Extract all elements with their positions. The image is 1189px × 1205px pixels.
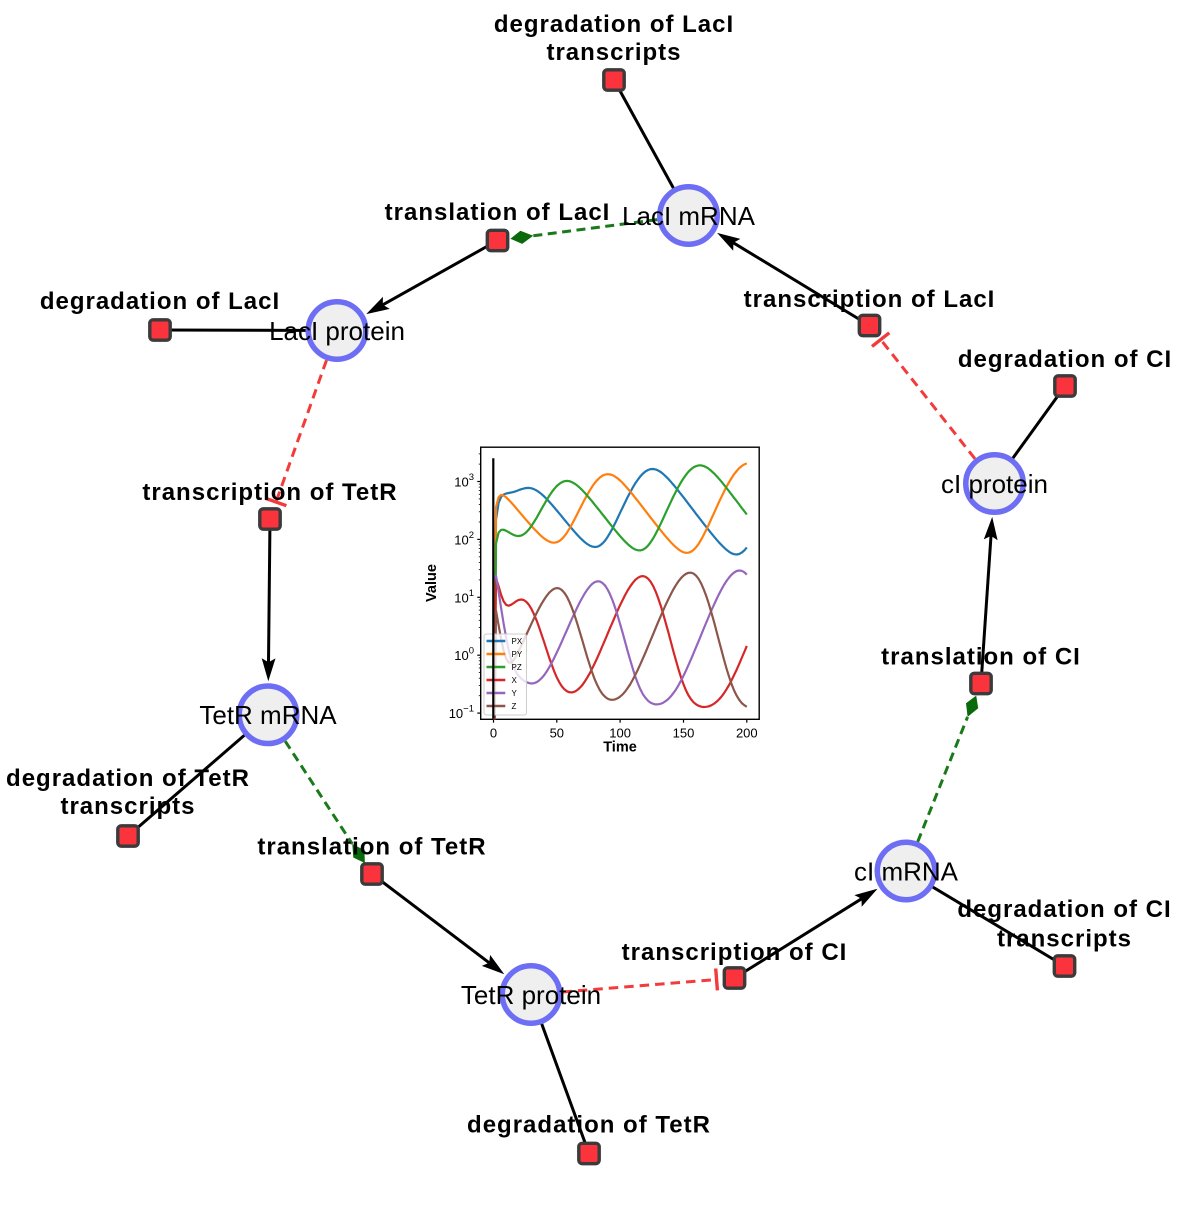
svg-text:PZ: PZ (512, 663, 522, 672)
svg-text:cI mRNA: cI mRNA (854, 856, 959, 886)
svg-text:200: 200 (736, 726, 758, 741)
svg-text:Z: Z (512, 702, 517, 711)
svg-text:degradation of TetR: degradation of TetR (6, 765, 250, 792)
svg-text:translation of TetR: translation of TetR (257, 834, 486, 861)
svg-text:degradation of CI: degradation of CI (958, 346, 1172, 373)
svg-text:transcripts: transcripts (546, 39, 681, 66)
svg-text:degradation of LacI: degradation of LacI (494, 11, 734, 38)
svg-text:100: 100 (609, 726, 631, 741)
svg-text:degradation of TetR: degradation of TetR (467, 1112, 711, 1139)
svg-text:TetR mRNA: TetR mRNA (199, 700, 337, 730)
svg-text:transcripts: transcripts (997, 926, 1132, 953)
svg-text:X: X (512, 676, 518, 685)
svg-text:LacI protein: LacI protein (269, 316, 405, 346)
svg-text:cI protein: cI protein (941, 469, 1048, 499)
svg-text:TetR protein: TetR protein (461, 980, 601, 1010)
svg-text:PX: PX (512, 637, 523, 646)
svg-text:transcription of TetR: transcription of TetR (142, 479, 397, 506)
svg-text:transcription of CI: transcription of CI (622, 939, 848, 966)
svg-text:degradation of LacI: degradation of LacI (40, 288, 280, 315)
svg-text:translation of CI: translation of CI (881, 644, 1081, 671)
svg-text:translation of LacI: translation of LacI (385, 199, 611, 226)
svg-text:LacI mRNA: LacI mRNA (622, 201, 756, 231)
svg-text:50: 50 (550, 726, 564, 741)
svg-text:Y: Y (512, 689, 518, 698)
svg-text:transcripts: transcripts (60, 793, 195, 820)
svg-text:degradation of CI: degradation of CI (957, 896, 1171, 923)
svg-text:transcription of LacI: transcription of LacI (744, 286, 996, 313)
svg-text:PY: PY (512, 650, 523, 659)
svg-text:150: 150 (673, 726, 695, 741)
svg-text:Time: Time (603, 740, 637, 756)
svg-text:Value: Value (424, 564, 440, 602)
svg-text:0: 0 (490, 726, 497, 741)
